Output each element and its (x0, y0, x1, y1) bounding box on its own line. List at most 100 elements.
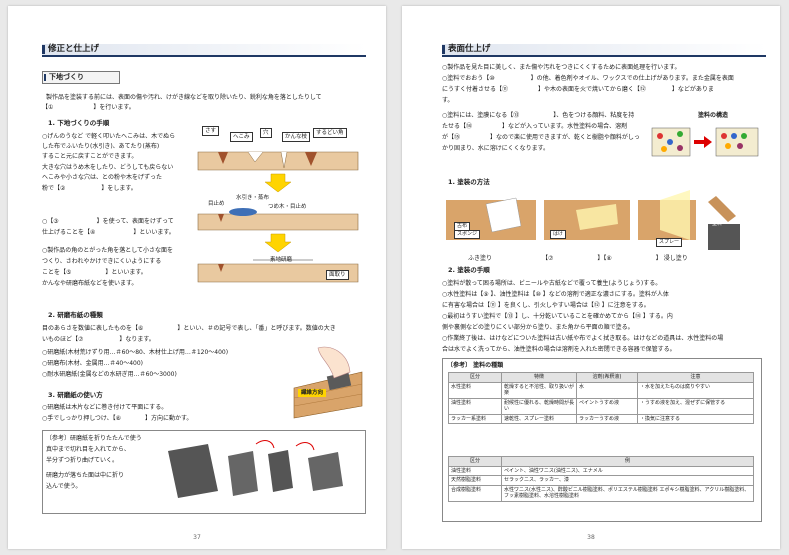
table-row: 油性塗料 耐候性に優れる、乾燥時間が長い ペイントうすめ液 ・うすめ液を加え、混… (448, 397, 754, 415)
note-line-3: 半分ずつ折り曲げていく。 (46, 457, 119, 464)
sanding-figure (293, 346, 363, 419)
table-cell: 乾燥すると不溶性、取り扱いが楽 (501, 381, 577, 399)
grade-1: ○研磨紙(木材荒けずり用…＃60～80、木材仕上げ用…＃120～400) (42, 349, 229, 356)
label-mizubiki: 水引き・蒸布 (236, 195, 270, 201)
table-header-row: 区分 特徴 溶剤(希釈液) 注意 (448, 372, 754, 383)
table-cell: 合成樹脂塗料 (448, 484, 502, 502)
para-5-l1: ○研磨紙は木片などに巻き付けて平面にする。 (42, 404, 168, 411)
note-line-5: 込んで使う。 (46, 483, 82, 490)
table-cell: 水 (576, 381, 638, 399)
table-cell: ・水を加えたものは腐りやすい (637, 381, 754, 399)
step-line-4: ○最初はうすい塗料で【⑬ 】し、十分乾いていることを確かめてから【⑭ 】する。内 (442, 313, 673, 320)
para-1-l2: にうすく付着させる【⑪】や木の表面を火で焼いてから磨く【⑫】などがありま (442, 86, 714, 93)
para-1-l3: す。 (442, 97, 454, 104)
para-1-l3: すること元に戻すことができます。 (42, 153, 138, 160)
label-hekomi: へこみ (230, 132, 253, 142)
label-toryo: 塗料 (712, 221, 723, 227)
para-2-l2: たせる【⑭】などが入っています。水性塗料の場合、溶剤 (442, 123, 628, 130)
table-cell: 水性ワニス(水性ニス)、酢酸ビニル樹脂塗料、ポリエステル樹脂塗料 エポキシ樹脂塗… (501, 484, 754, 502)
label-sponge: スポンジ (454, 230, 481, 239)
table-cell: ペイント、油性ワニス(油性ニス)、エナメル (501, 465, 754, 476)
folding-paper-figure (168, 440, 343, 498)
method-captions: ふき塗り【⑦】【⑧】 浸し塗り (468, 255, 688, 262)
table-cell: 速乾性、スプレー塗料 (501, 413, 577, 424)
step-line-7: 合は水でよく洗ってから、油性塗料の場合は溶剤を入れた密閉できる容器で保管する。 (442, 346, 676, 353)
para-4-l2: いものほど【⑦】なります。 (42, 336, 155, 343)
table-cell: ペイントうすめ液 (576, 397, 638, 415)
step-line-5: 側や裏側などの塗りにくい部分から塗り、また角から平面の順で塗る。 (442, 324, 634, 331)
table-cell: 油性塗料 (448, 465, 502, 476)
intro: ○製作品を見た目に美しく、また傷や汚れをつきにくくするために表面処理を行います。 (442, 64, 681, 71)
section-title-hyomen: 表面仕上げ (442, 44, 766, 57)
note-line-1: 〔参考〕研磨紙を折りたたんで使う (46, 435, 142, 442)
para-1-l4: 大きな穴はうめ木をしたり、どうしても戻らない (42, 164, 174, 171)
subsection-title-steps: 2. 塗装の手順 (448, 266, 490, 274)
subsection-title-2: 2. 研磨布紙の種類 (48, 311, 103, 319)
table-cell: 水性塗料 (448, 381, 502, 399)
step-line-2: ○水性塗料は【⑨ 】、油性塗料は【⑩ 】などの溶剤で適正な濃さにする。塗料が人体 (442, 291, 669, 298)
label-kiji-kenma: 素地研磨 (270, 257, 293, 263)
shitaji-process-figure (197, 151, 359, 283)
table-cell: ・換気に注意する (637, 413, 754, 424)
section-title-shitaji: 下地づくり (42, 71, 120, 84)
para-2-l1: ○塗料には、塗膜になる【⑬】、色をつける顔料、粘度を持 (442, 112, 635, 119)
grade-3: ○耐水研磨紙(金属などの水研ぎ用…＃60～3000) (42, 371, 177, 378)
table-header: 区分 (448, 456, 502, 467)
label-surudoi-kado: するどい角 (313, 128, 347, 138)
label-mentori: 面取り (326, 270, 349, 280)
chapter-title: 修正と仕上げ (42, 44, 366, 57)
table-cell: セラックニス、ラッカー、漆 (501, 475, 754, 486)
table-header: 特徴 (501, 372, 577, 383)
paint-types-table: 区分 特徴 溶剤(希釈液) 注意 水性塗料 乾燥すると不溶性、取り扱いが楽 水 … (448, 372, 754, 424)
paint-examples-table: 区分 例 油性塗料 ペイント、油性ワニス(油性ニス)、エナメル 天然樹脂塗料 セ… (448, 456, 754, 502)
label-ana: 穴 (260, 128, 272, 138)
step-line-1: ○塗料が散って困る場所は、ビニールや古紙などで覆って養生(ようじょう)する。 (442, 280, 662, 287)
paint-structure-figure (651, 127, 759, 157)
para-3-l4: かんなや研磨布紙などを使います。 (42, 280, 138, 287)
intro-line-1: 製作品を塗装する前には、表面の傷や汚れ、けがき線などを取り除いたり、鋭利な角を落… (46, 94, 322, 101)
page-number-right: 38 (587, 534, 595, 541)
para-1-l5: へこみや小さな穴は、との粉や木をげずった (42, 174, 162, 181)
para-3-l1: ○製作品の角のとがった角を落として小さな面を (42, 247, 174, 254)
label-tsumeki: つめ木・目止め (268, 204, 307, 210)
table-header-row: 区分 例 (448, 456, 754, 467)
subsection-title-methods: 1. 塗装の方法 (448, 178, 490, 186)
table-cell: ラッカーうすめ液 (576, 413, 638, 424)
page-number-left: 37 (193, 534, 201, 541)
para-2-l2: 仕上げることを【④】といいます。 (42, 229, 175, 236)
table-cell: 天然樹脂塗料 (448, 475, 502, 486)
page-38: 表面仕上げ ○製作品を見た目に美しく、また傷や汚れをつきにくくするために表面処理… (402, 6, 780, 549)
para-3-l2: つくり、さわれやかけできにくいようにする (42, 258, 162, 265)
intro-line-2: 【①】を行います。 (42, 104, 135, 111)
para-3-l3: ことを【⑤】といいます。 (42, 269, 147, 276)
table-row: ラッカー系塗料 速乾性、スプレー塗料 ラッカーうすめ液 ・換気に注意する (448, 413, 754, 424)
note-line-2: 真中まで切れ目を入れてから、 (46, 446, 130, 453)
label-fiber-direction: 繊維方向 (298, 389, 327, 397)
para-1-l6: 粉で【②】をします。 (42, 185, 137, 192)
step-line-6: ○作業終了後は、はけなどについた塗料は古い紙や布でよく拭き取る。はけなどの道具は… (442, 335, 724, 342)
grade-2: ○研磨布(木材、金属用…＃40～400) (42, 360, 144, 367)
label-sasu: さす (202, 126, 220, 136)
table-row: 天然樹脂塗料 セラックニス、ラッカー、漆 (448, 475, 754, 486)
table-header: 注意 (637, 372, 754, 383)
label-spray: スプレー (656, 238, 683, 247)
label-medome: 目止め (208, 201, 225, 207)
reference-title: 〔参考〕 塗料の種類 (447, 362, 504, 369)
subsection-title-3: 3. 研磨紙の使い方 (48, 391, 103, 399)
table-header: 区分 (448, 372, 502, 383)
table-header: 溶剤(希釈液) (576, 372, 638, 383)
page-37: 修正と仕上げ 下地づくり 製作品を塗装する前には、表面の傷や汚れ、けがき線などを… (8, 6, 386, 549)
label-hake: はけ (550, 230, 567, 239)
para-2-l1: ○【③】を使って、表面をけずって (42, 218, 174, 225)
table-cell: 耐候性に優れる、乾燥時間が長い (501, 397, 577, 415)
structure-title: 塗料の構造 (698, 112, 729, 119)
para-4-l1: 目のあらさを数値に表したものを【⑥】といい、＃の記号で表し、「番」と呼びます。数… (42, 325, 336, 332)
note-box (42, 430, 366, 514)
step-line-3: に有害な場合は【⑪ 】を良くし、引火しやすい場合は【⑫ 】に注意をする。 (442, 302, 650, 309)
para-2-l3: が【⑮】なので楽に使用できますが、乾くと樹脂や顔料がしっ (442, 134, 640, 141)
table-cell: ・うすめ液を加え、混ぜずに保管する (637, 397, 754, 415)
para-1-l1: ○塗料でおおう【⑩】の他、着色剤やオイル、ワックスでの仕上げがあります。また金属… (442, 75, 734, 82)
para-1-l1: ○げんのうなど で軽く叩いたへこみは、木でぬら (42, 133, 176, 140)
reference-box (442, 358, 762, 522)
para-1-l2: した布でふいたり(水引き)、あてたり(蒸布) (42, 143, 160, 150)
